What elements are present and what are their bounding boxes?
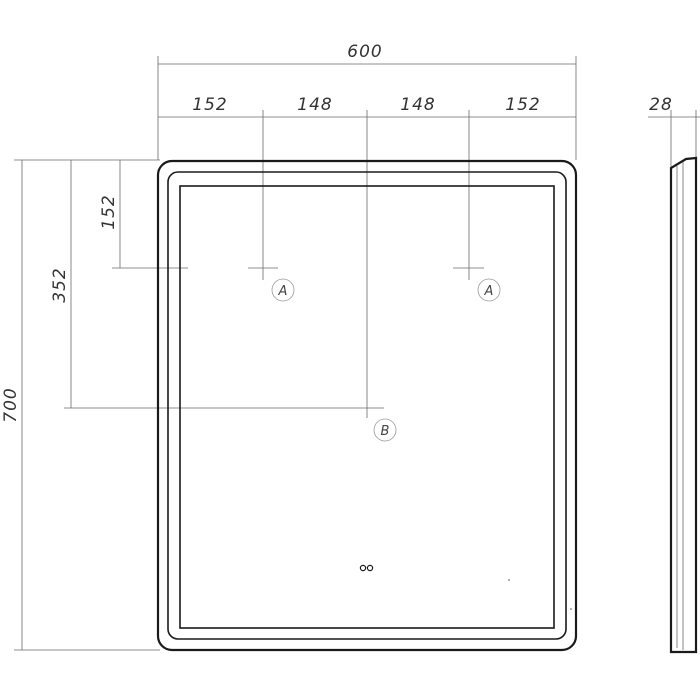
dimension-seg-4-label: 152 bbox=[505, 95, 540, 115]
mirror-glass-area bbox=[179, 185, 555, 629]
dimension-seg-1-label: 152 bbox=[192, 95, 227, 115]
mirror-front-view bbox=[156, 159, 578, 652]
speck-mark bbox=[570, 608, 572, 610]
dimension-total-height-label: 700 bbox=[1, 387, 21, 422]
mirror-outer-frame bbox=[156, 159, 578, 652]
dimension-total-height: 700 bbox=[1, 159, 160, 651]
mirror-led-strip bbox=[167, 171, 567, 640]
dimension-height-a-label: 152 bbox=[99, 194, 119, 229]
speck-mark bbox=[508, 579, 510, 581]
dimension-segments: 152 148 148 152 bbox=[158, 95, 576, 418]
mounting-marker-a-left: A bbox=[271, 278, 295, 302]
dimension-total-width: 600 bbox=[157, 42, 577, 160]
mirror-side-view bbox=[669, 156, 698, 654]
dimension-total-width-label: 600 bbox=[347, 42, 382, 62]
mounting-marker-a-right-label: A bbox=[484, 284, 494, 299]
mounting-marker-a-left-label: A bbox=[278, 284, 288, 299]
dimension-depth: 28 bbox=[648, 95, 700, 170]
mounting-marker-b: B bbox=[373, 418, 397, 442]
dimension-seg-3-label: 148 bbox=[400, 95, 435, 115]
mounting-marker-a-right: A bbox=[477, 278, 501, 302]
touch-sensor-icon bbox=[359, 564, 374, 572]
dimension-seg-2-label: 148 bbox=[297, 95, 332, 115]
dimension-height-b: 352 bbox=[50, 160, 384, 409]
mounting-marker-b-label: B bbox=[381, 424, 390, 439]
dimension-height-b-label: 352 bbox=[50, 267, 70, 302]
dimension-height-a: 152 bbox=[99, 160, 484, 269]
dimension-depth-label: 28 bbox=[649, 95, 673, 115]
